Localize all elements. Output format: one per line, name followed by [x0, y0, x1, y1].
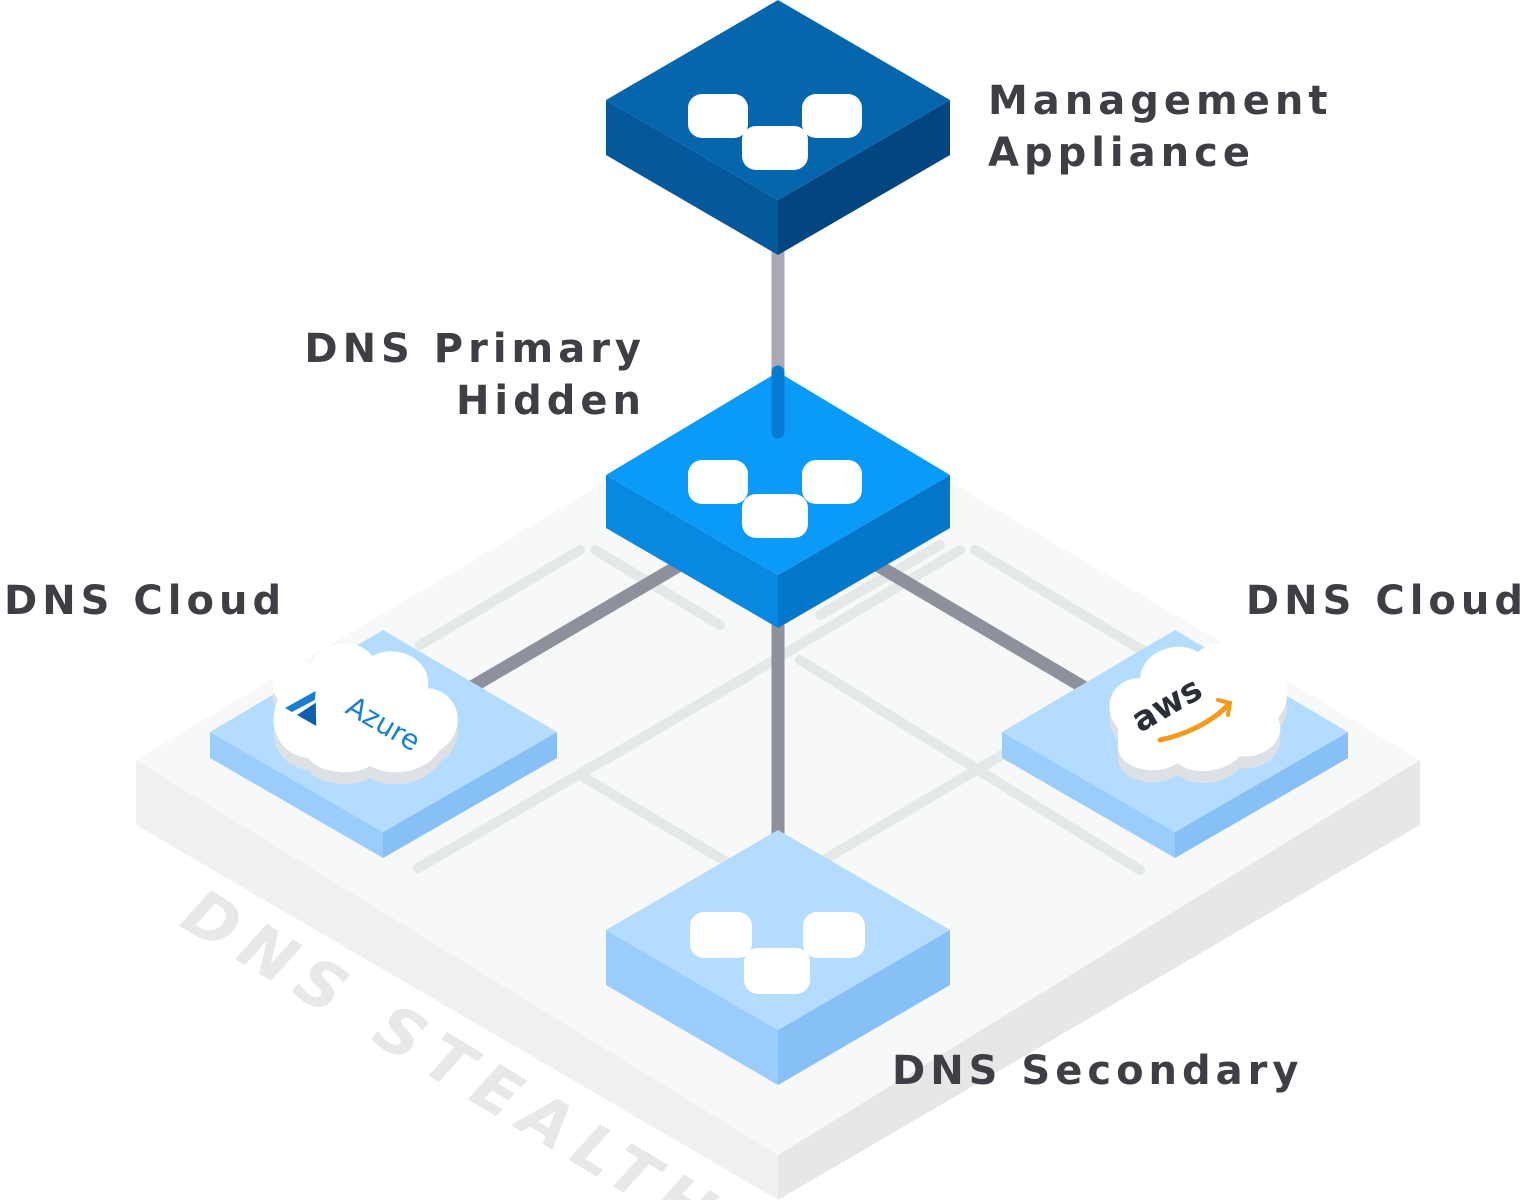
label-dns-cloud-left: DNS Cloud [4, 575, 286, 627]
connector-primary-azure [463, 555, 692, 695]
aws-logo-icon [1157, 702, 1231, 743]
azure-box-right-side [383, 732, 557, 858]
label-management-appliance: Management Appliance [988, 75, 1332, 179]
label-management-line2: Appliance [988, 130, 1255, 176]
management-box-top [606, 0, 950, 200]
node-dns-cloud-azure: Azure [210, 630, 557, 858]
label-secondary-text: DNS Secondary [892, 1048, 1304, 1094]
node-dns-secondary [606, 830, 950, 1085]
azure-box-left-side [210, 732, 383, 858]
label-dns-primary-hidden: DNS Primary Hidden [304, 323, 646, 427]
primary-box-right-side [778, 475, 950, 628]
platform-front-right-side [778, 760, 1420, 1200]
management-box-right-side [778, 100, 950, 255]
secondary-box-left-side [606, 930, 778, 1085]
label-cloud-right-text: DNS Cloud [1245, 578, 1528, 624]
management-squares-icon [688, 94, 862, 170]
connector-primary-aws [865, 555, 1092, 695]
label-primary-line2: Hidden [455, 378, 646, 424]
secondary-box-right-side [778, 930, 950, 1085]
node-dns-primary-hidden [606, 365, 950, 628]
primary-box-left-side [606, 475, 778, 628]
node-dns-cloud-aws: aws [1002, 630, 1348, 858]
node-management-appliance [606, 0, 950, 255]
management-box-left-side [606, 100, 778, 255]
azure-cloud: Azure [272, 643, 458, 785]
secondary-squares-icon [690, 912, 865, 994]
primary-box-top [606, 372, 950, 575]
label-management-line1: Management [988, 78, 1333, 124]
primary-squares-icon [688, 460, 862, 538]
label-dns-cloud-right: DNS Cloud [1246, 575, 1528, 627]
aws-box-left-side [1002, 732, 1175, 858]
platform-front-left-side [136, 760, 778, 1200]
aws-cloud: aws [1109, 643, 1288, 784]
label-dns-secondary: DNS Secondary [892, 1045, 1303, 1097]
secondary-box-top [606, 830, 950, 1030]
azure-logo-icon [285, 691, 317, 726]
label-primary-line1: DNS Primary [304, 326, 646, 372]
label-cloud-left-text: DNS Cloud [4, 578, 287, 624]
aws-box-right-side [1175, 732, 1348, 858]
